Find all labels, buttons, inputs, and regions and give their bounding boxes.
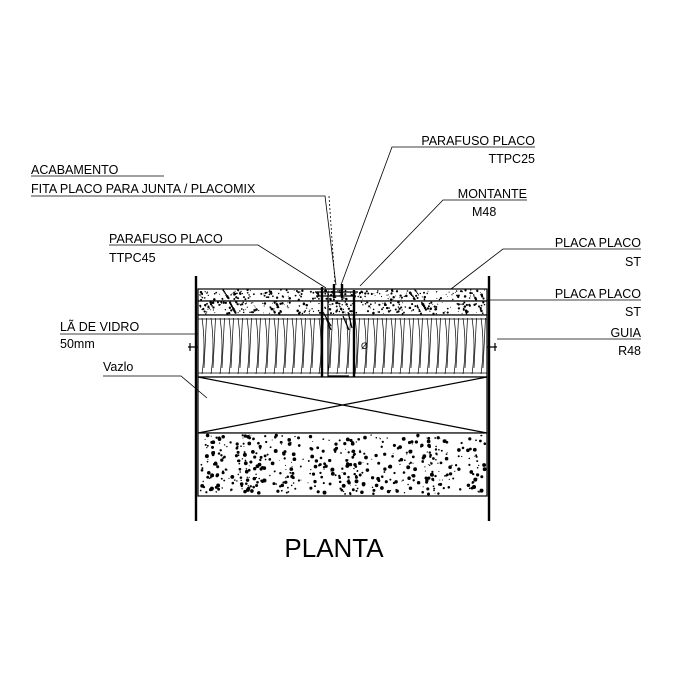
- gypsum-board-inner-texture: [199, 300, 486, 315]
- wall-assembly: Ø: [188, 276, 497, 521]
- label-placa2-code: ST: [625, 305, 641, 319]
- glass-wool-pattern: [198, 317, 487, 375]
- label-placa1-code: ST: [625, 255, 641, 269]
- label-parafuso-left-code: TTPC45: [109, 251, 156, 265]
- guide-left-mark: [188, 343, 198, 351]
- diameter-symbol-icon: Ø: [361, 341, 368, 351]
- label-placa1-name: PLACA PLACO: [555, 236, 641, 250]
- label-guia-code: R48: [618, 344, 641, 358]
- label-acabamento: ACABAMENTO: [31, 163, 119, 177]
- leader-parafuso-left: [109, 244, 327, 289]
- cavity-cross-b: [197, 376, 488, 434]
- label-guia-name: GUIA: [610, 326, 641, 340]
- label-parafuso-top-name: PARAFUSO PLACO: [421, 134, 535, 148]
- label-montante-code: M48: [472, 205, 496, 219]
- label-la-size: 50mm: [60, 337, 95, 351]
- leader-placa-1: [450, 248, 641, 290]
- label-vazio: Vazlo: [103, 360, 133, 374]
- page-title: PLANTA: [284, 533, 384, 563]
- leader-montante: [359, 199, 527, 287]
- leader-parafuso-top: [340, 146, 535, 286]
- leader-fita-dashed: [328, 195, 336, 284]
- label-montante-name: MONTANTE: [458, 187, 527, 201]
- leader-vazio: [103, 375, 208, 399]
- label-parafuso-top-code: TTPC25: [488, 152, 535, 166]
- leader-lines: [31, 146, 641, 399]
- label-la-name: LÃ DE VIDRO: [60, 320, 139, 334]
- label-fita: FITA PLACO PARA JUNTA / PLACOMIX: [31, 182, 256, 196]
- concrete-texture: [199, 433, 487, 496]
- labels: ACABAMENTO FITA PLACO PARA JUNTA / PLACO…: [31, 134, 642, 563]
- label-placa2-name: PLACA PLACO: [555, 287, 641, 301]
- guide-right-mark: [487, 343, 497, 351]
- label-parafuso-left-name: PARAFUSO PLACO: [109, 232, 223, 246]
- leader-fita: [31, 195, 337, 286]
- gypsum-board-outer-texture: [199, 288, 486, 301]
